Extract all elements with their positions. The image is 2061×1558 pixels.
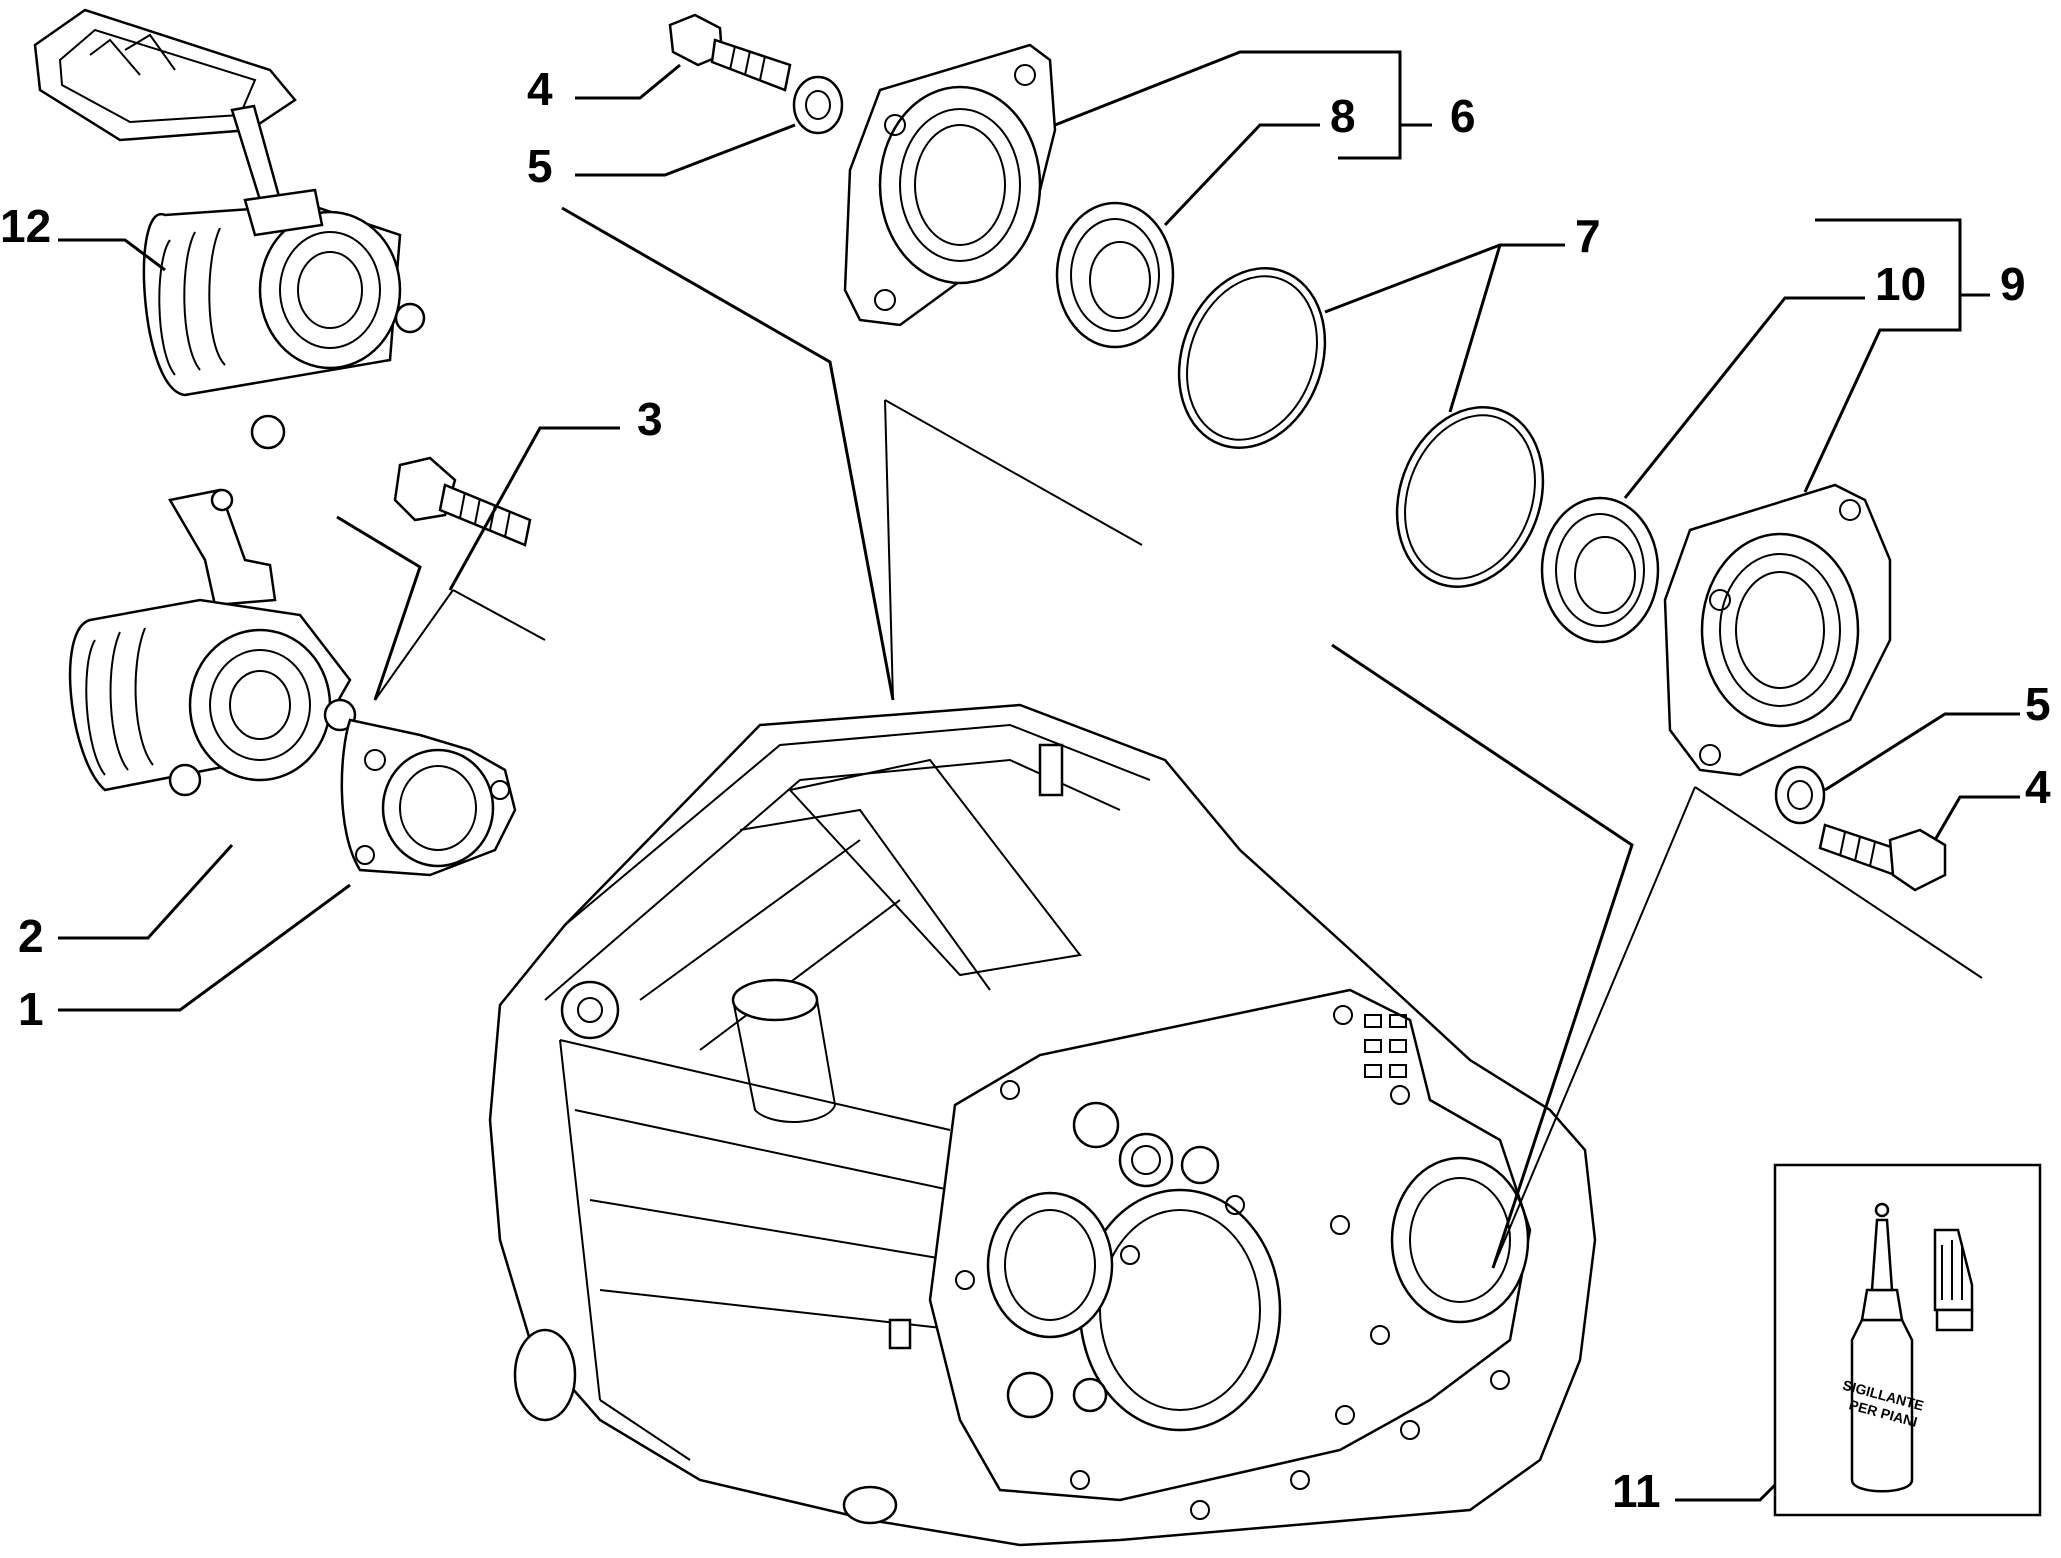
callout-1: 1 (18, 983, 44, 1035)
leader-6-bracket (1054, 50, 1402, 160)
callout-7: 7 (1575, 210, 1601, 262)
gearbox-housing (488, 703, 1597, 1547)
leader-12 (58, 238, 166, 272)
sealant-nozzle (1933, 1228, 1974, 1332)
callout-4-top: 4 (527, 63, 553, 115)
part-9-bearing-cover (1663, 483, 1892, 777)
housing-grille (1364, 1014, 1407, 1078)
callout-10: 10 (1875, 258, 1926, 310)
leader-lines (58, 50, 2020, 1502)
leader-10 (1623, 296, 1865, 499)
leader-11 (1675, 1483, 1777, 1502)
housing-bolt-holes (955, 1005, 1510, 1520)
projection-lines (336, 206, 1983, 1269)
leader-5-top (575, 123, 796, 177)
part-5-washer-top (792, 75, 844, 135)
callout-5-right: 5 (2025, 678, 2051, 730)
leader-7 (1324, 243, 1565, 413)
callout-11: 11 (1612, 1465, 1661, 1517)
leader-9-bracket (1803, 218, 1990, 493)
bearing-bores (986, 1101, 1530, 1432)
callout-6: 6 (1450, 90, 1476, 142)
leader-4-right (1933, 795, 2020, 841)
callout-5-top: 5 (527, 140, 553, 192)
sealant-bottle: SIGILLANTE PER PIANI (1841, 1202, 1926, 1493)
leader-2 (58, 843, 234, 940)
part-4-bolt-top (668, 13, 792, 92)
part-7-o-rings (1177, 267, 1545, 588)
part-6-bearing-cover (843, 43, 1057, 327)
callout-4-right: 4 (2025, 761, 2051, 813)
leader-3 (448, 426, 620, 591)
part-8-bearing (1055, 201, 1175, 349)
leader-4-top (575, 63, 681, 100)
callout-9: 9 (2000, 258, 2026, 310)
leader-5-right (1824, 712, 2020, 792)
part-11-sealant-kit: SIGILLANTE PER PIANI (1773, 1163, 2042, 1517)
part-12-clutch-slave-cylinder (33, 8, 426, 450)
part-4-bolt-right (1818, 823, 1947, 892)
callout-3: 3 (637, 393, 663, 445)
part-3-bolt (393, 456, 532, 547)
part-1-guide-flange (340, 718, 517, 877)
part-5-washer-right (1774, 765, 1826, 825)
callout-labels: 12 2 1 3 4 5 6 8 7 10 9 5 4 11 (0, 63, 2051, 1517)
leader-1 (58, 883, 351, 1012)
callout-12: 12 (0, 200, 51, 252)
callout-8: 8 (1330, 90, 1356, 142)
part-2-clutch-bearing (68, 488, 357, 797)
housing-boss (560, 978, 837, 1123)
leader-8 (1163, 123, 1320, 227)
part-10-bearing (1540, 496, 1660, 644)
callout-2: 2 (18, 910, 44, 962)
